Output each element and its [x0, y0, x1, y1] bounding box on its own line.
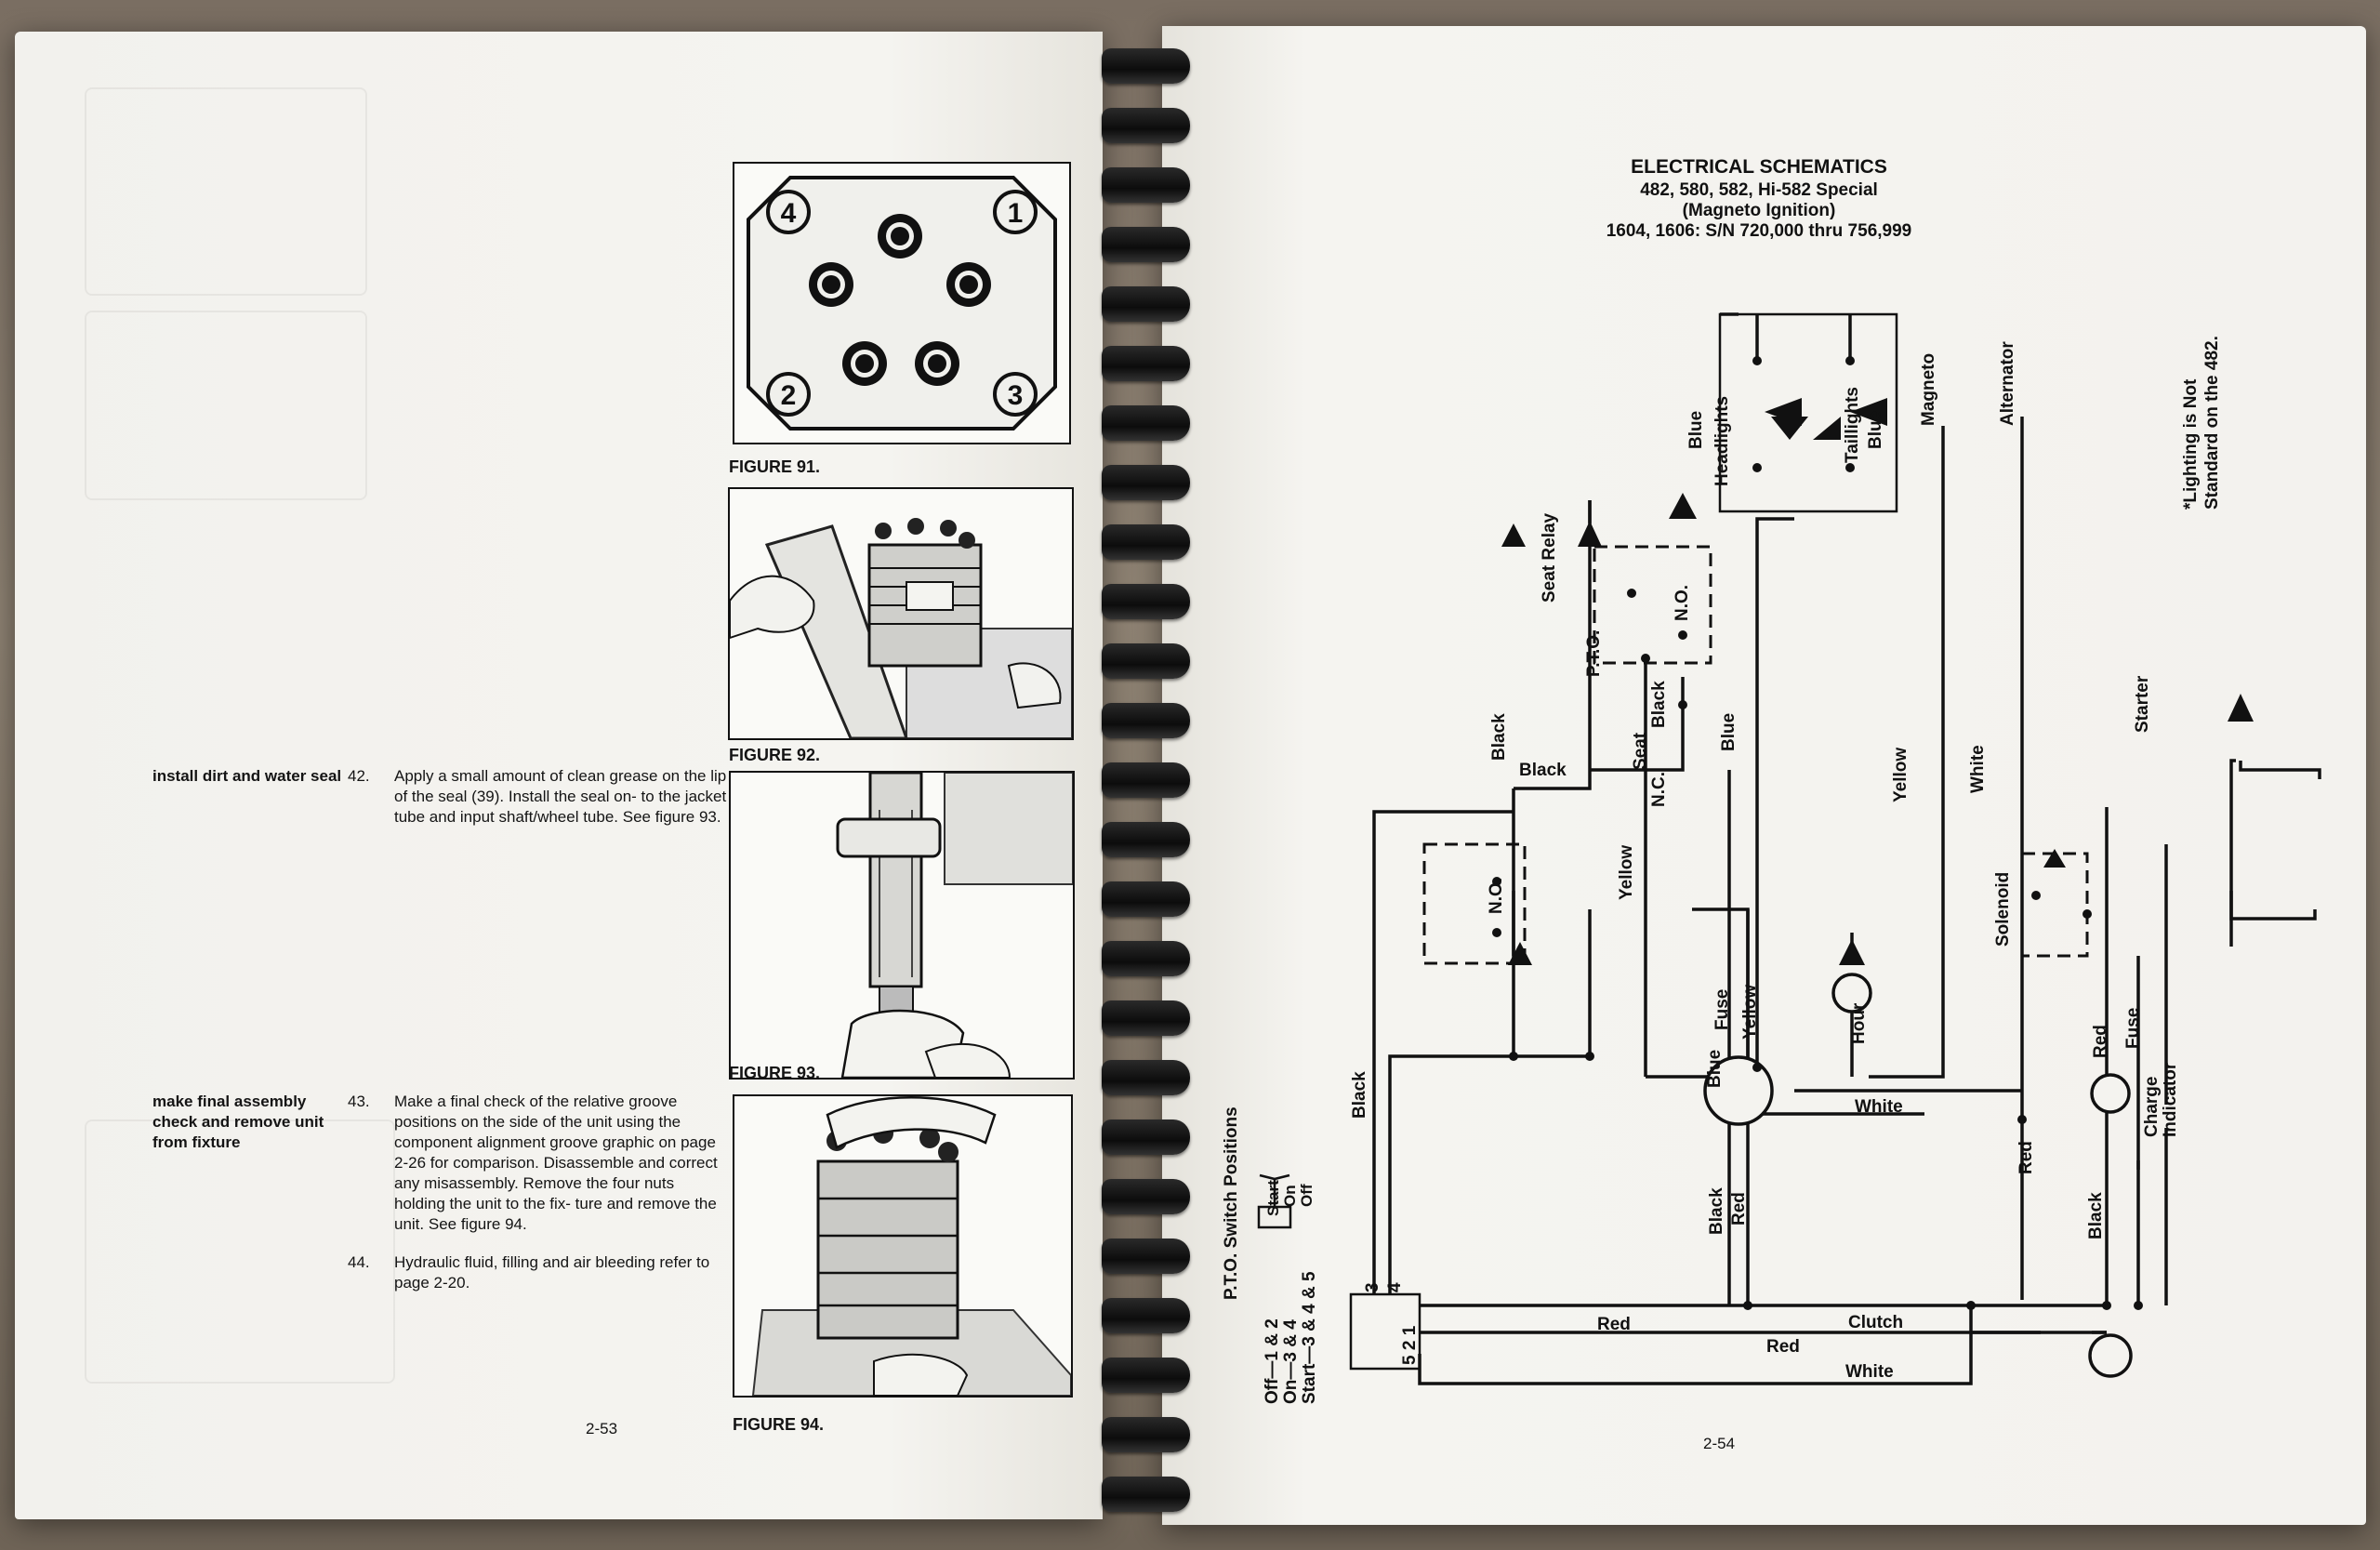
schematic-subtitle: (Magneto Ignition)	[1683, 201, 1836, 220]
wire-label: Fuse	[2123, 1008, 2143, 1049]
lighting-note: *Lighting is Not	[2181, 378, 2201, 510]
terminal-label: 5 2 1	[1400, 1325, 1420, 1365]
step-heading: install dirt and water seal	[152, 767, 342, 785]
component-label: Starter	[2133, 675, 2152, 733]
schematic-title: ELECTRICAL SCHEMATICS	[1631, 156, 1887, 178]
bleed-through	[85, 1119, 395, 1384]
wire-label: Red	[2091, 1025, 2110, 1058]
wire-label: Blue	[1705, 1050, 1725, 1088]
figure-caption: FIGURE 92.	[729, 746, 821, 764]
figure-caption: FIGURE 91.	[729, 457, 821, 476]
step-number: 43.	[348, 1093, 370, 1110]
terminal-label: 3	[1363, 1282, 1382, 1292]
bolt-number: 3	[1008, 380, 1024, 411]
component-label: Charge	[2142, 1077, 2162, 1137]
component-label: Taillights	[1843, 387, 1862, 463]
wire-label: Yellow	[1891, 748, 1911, 802]
diode-symbol	[1771, 417, 1841, 440]
wire-label: N.C.	[1649, 772, 1669, 807]
hour-meter	[1831, 973, 1872, 1013]
figure-91: 4 1 2 3	[733, 162, 1071, 444]
wire-label: Blue	[1686, 411, 1706, 449]
magneto-component	[1703, 1055, 1774, 1126]
bolt-number: 2	[781, 380, 797, 411]
wire-label: Red	[1729, 1192, 1749, 1225]
wire-label: Seat Relay	[1540, 512, 1559, 603]
wire-label: Black	[1519, 761, 1567, 780]
wire-label: Black	[2086, 1192, 2106, 1239]
bolt-pattern-diagram: 4 1 2 3	[747, 176, 1057, 431]
pto-position: On	[1281, 1185, 1299, 1207]
component-label: Indicator	[2161, 1062, 2180, 1137]
lighting-note: Standard on the 482.	[2202, 336, 2222, 510]
wire-label: White	[1845, 1362, 1894, 1382]
step-number: 44.	[348, 1253, 370, 1271]
wire-label: N.O.	[1487, 878, 1506, 914]
bleed-through	[85, 87, 367, 296]
pto-legend: Start—3 & 4 & 5	[1300, 1271, 1319, 1404]
wire-label: White	[1968, 745, 1988, 793]
step-text: Make a final check of the relative groov…	[394, 1093, 718, 1233]
component-label: Solenoid	[1993, 872, 2013, 947]
figure-93	[729, 771, 1075, 1080]
figure-94	[733, 1094, 1073, 1398]
wire-label: Red	[2016, 1141, 2036, 1174]
component-label: Headlights	[1712, 396, 1732, 486]
component-label: Clutch	[1848, 1313, 1903, 1332]
pto-position: Off	[1298, 1184, 1316, 1207]
charge-indicator	[2090, 1073, 2131, 1114]
wire-label: White	[1855, 1097, 1903, 1117]
wire-label: Red	[1766, 1337, 1800, 1357]
component-label: Alternator	[1998, 341, 2017, 426]
valve-assembly-photo	[730, 518, 1072, 738]
figure-92	[728, 487, 1074, 740]
left-page: install dirt and water seal 42. Apply a …	[15, 32, 1103, 1519]
schematic-subtitle: 1604, 1606: S/N 720,000 thru 756,999	[1606, 221, 1912, 241]
bolt-number: 4	[781, 198, 797, 229]
wire-label: Yellow	[1740, 985, 1760, 1040]
wire-label: Black	[1707, 1187, 1726, 1235]
terminal-label: 4	[1385, 1282, 1405, 1292]
schematic-subtitle: 482, 580, 582, Hi-582 Special	[1640, 180, 1878, 200]
step-text: Apply a small amount of clean grease on …	[394, 767, 727, 826]
bleed-through	[85, 311, 367, 500]
step-text: Hydraulic fluid, filling and air bleedin…	[394, 1253, 710, 1292]
pto-switch-title: P.T.O. Switch Positions	[1222, 1106, 1241, 1300]
wiring	[1349, 312, 2321, 1385]
component-label: Magneto	[1919, 353, 1938, 426]
component-label: Hour	[1849, 1002, 1869, 1044]
final-assembly-photo	[751, 1096, 1071, 1396]
seal-install-photo	[836, 773, 1073, 1078]
clutch-component	[2088, 1333, 2133, 1378]
wire-label: Seat	[1631, 732, 1650, 770]
figure-caption: FIGURE 94.	[733, 1415, 825, 1434]
wire-label: N.O.	[1673, 585, 1692, 621]
pto-switch-icon	[1257, 1173, 1292, 1229]
right-page: ELECTRICAL SCHEMATICS 482, 580, 582, Hi-…	[1162, 26, 2366, 1525]
electrical-schematic: ELECTRICAL SCHEMATICS 482, 580, 582, Hi-…	[1222, 156, 2321, 1452]
bolt-number: 1	[1008, 198, 1024, 229]
wire-label: Black	[1649, 681, 1669, 728]
page-number: 2-53	[586, 1420, 618, 1437]
wire-label: Blue	[1866, 411, 1885, 449]
wire-label: Blue	[1719, 713, 1739, 751]
spiral-binding	[1074, 28, 1195, 1525]
wire-label: Fuse	[1712, 989, 1732, 1030]
figure-caption: FIGURE 93.	[729, 1064, 821, 1082]
page-number: 2-54	[1703, 1435, 1735, 1452]
pto-legend: Off—1 & 2	[1263, 1318, 1282, 1404]
wire-label: Yellow	[1617, 845, 1636, 900]
pto-legend: On—3 & 4	[1281, 1319, 1301, 1404]
pto-position: Start	[1264, 1180, 1282, 1216]
step-heading: make final assembly check and remove uni…	[152, 1093, 324, 1151]
wire-label: Black	[1350, 1071, 1369, 1119]
wire-label: Red	[1597, 1315, 1631, 1334]
wire-label: Black	[1489, 713, 1509, 761]
wire-label: P.T.O.	[1584, 630, 1604, 677]
step-number: 42.	[348, 767, 370, 785]
